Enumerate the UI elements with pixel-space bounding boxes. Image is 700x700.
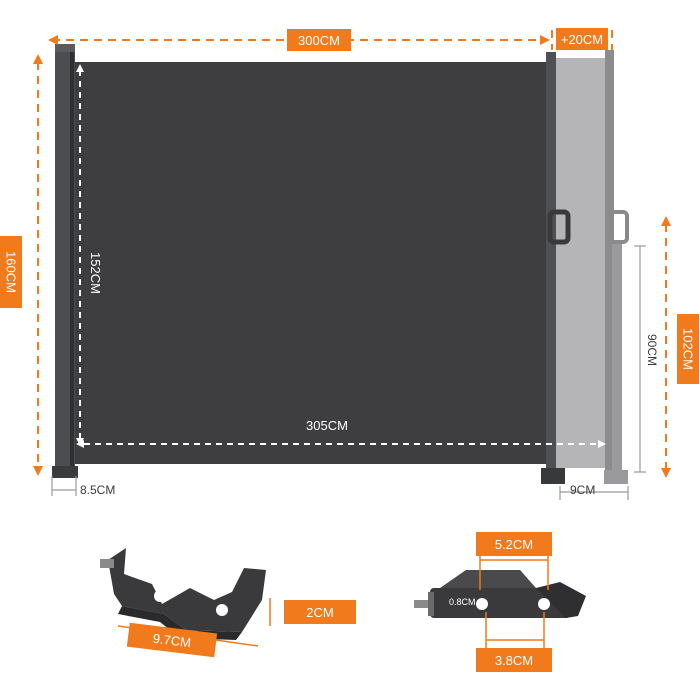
extension-foot	[604, 470, 628, 484]
bottom-cap	[52, 466, 78, 478]
label-bracket-width: 2CM	[284, 600, 356, 624]
label-extension: +20CM	[556, 28, 608, 50]
label-pole-height: 102CM	[677, 314, 699, 384]
extension-panel	[552, 58, 612, 468]
right-pole	[546, 52, 556, 476]
extension-pole	[612, 244, 622, 472]
label-pole-inner: 90CM	[645, 334, 659, 367]
right-bracket	[414, 570, 586, 618]
right-foot	[541, 468, 565, 484]
screen-fabric	[72, 62, 550, 464]
label-post-width: 8.5CM	[80, 483, 116, 497]
label-inner-spacing: 3.8CM	[476, 648, 552, 672]
label-hole-spacing: 5.2CM	[476, 532, 552, 556]
label-screen-height: 152CM	[88, 252, 103, 294]
extension-post	[605, 50, 614, 472]
label-pole-base: 9CM	[570, 483, 596, 497]
label-total-width: 300CM	[287, 29, 351, 51]
top-cap	[55, 44, 75, 52]
label-hole-diameter: 0.8CM	[449, 597, 476, 607]
extension-handle	[609, 210, 629, 244]
left-post-edge	[70, 48, 74, 476]
label-total-height: 160CM	[0, 236, 22, 308]
main-handle	[547, 209, 571, 245]
label-screen-length: 305CM	[306, 418, 348, 433]
left-bracket	[100, 548, 266, 640]
